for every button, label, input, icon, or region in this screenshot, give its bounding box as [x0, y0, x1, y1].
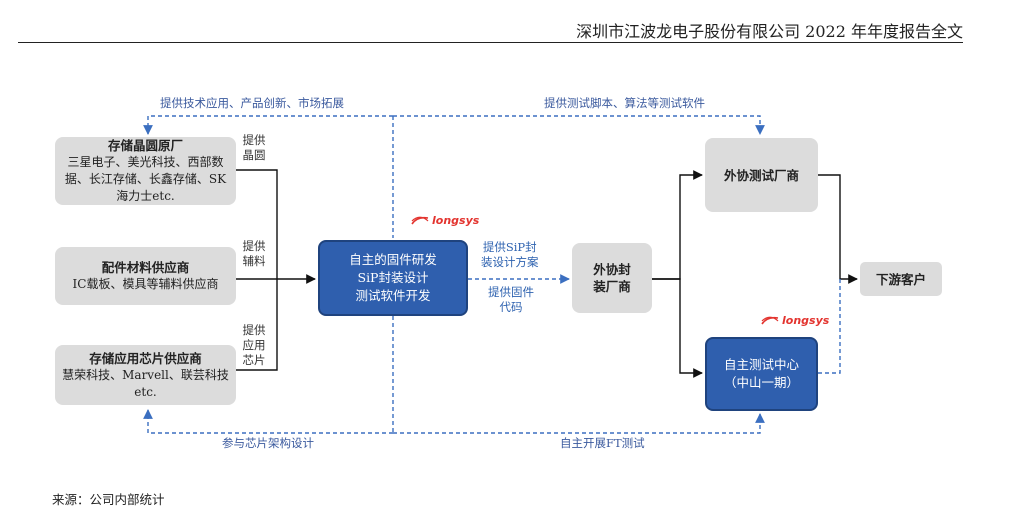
external-test-to-customer-arrow [818, 174, 858, 284]
chip-supplier-box: 存储应用芯片供应商 慧荣科技、Marvell、联芸科技etc. [55, 345, 236, 405]
top-right-label: 提供测试脚本、算法等测试软件 [541, 96, 708, 111]
longsys-logo-test-center: longsys [761, 314, 829, 327]
self-test-to-customer-line [818, 279, 841, 374]
packaging-to-self-test-arrow [652, 278, 703, 378]
wafer-supply-label: 提供晶圆 [242, 133, 266, 162]
wafer-supplier-title: 存储晶圆原厂 [107, 138, 183, 153]
longsys-logo-text: longsys [432, 214, 480, 227]
chip-supply-line [236, 279, 278, 371]
wafer-supplier-list: 三星电子、美光科技、西部数据、长江存储、长鑫存储、SK海力士etc. [64, 155, 227, 203]
top-left-feedback-arrow [143, 115, 393, 135]
parts-supplier-list: IC载板、模具等辅料供应商 [72, 277, 219, 291]
self-test-line1: 自主测试中心 [723, 357, 799, 372]
sip-design-label-line1: 提供SiP封 [482, 240, 537, 254]
bottom-left-feedback-arrow [143, 409, 393, 434]
longsys-logo-mark-2 [761, 316, 779, 324]
downstream-customer-box: 下游客户 [860, 262, 942, 296]
packaging-to-external-test-arrow [652, 170, 703, 280]
parts-supplier-box: 配件材料供应商 IC载板、模具等辅料供应商 [55, 247, 236, 305]
chip-supply-label: 提供应用芯片 [242, 323, 266, 367]
wafer-supply-line [236, 169, 278, 279]
rd-center-box: 自主的固件研发 SiP封装设计 测试软件开发 [318, 240, 468, 316]
longsys-logo-text-2: longsys [782, 314, 830, 327]
packaging-line1: 外协封 [593, 262, 631, 277]
chip-supplier-list: 慧荣科技、Marvell、联芸科技etc. [62, 367, 229, 399]
firmware-code-label-line1: 提供固件 [488, 285, 534, 299]
packaging-vendor-box: 外协封 装厂商 [572, 243, 652, 313]
rd-line-test-software: 测试软件开发 [355, 288, 431, 303]
parts-supply-label: 提供辅料 [242, 239, 266, 268]
external-test-label: 外协测试厂商 [723, 167, 799, 183]
source-note: 来源：公司内部统计 [52, 492, 165, 507]
bottom-left-label: 参与芯片架构设计 [219, 436, 317, 451]
longsys-logo-center: longsys [411, 214, 479, 227]
top-right-feedback-arrow [393, 115, 765, 135]
top-left-label: 提供技术应用、产品创新、市场拓展 [157, 96, 347, 111]
firmware-code-label-line2: 代码 [499, 300, 523, 314]
bottom-right-feedback-arrow [393, 413, 765, 434]
firmware-code-label: 提供固件 代码 [488, 285, 534, 315]
self-test-line2: （中山一期） [723, 375, 799, 390]
sip-design-label-line2: 装设计方案 [481, 255, 539, 269]
chip-supplier-title: 存储应用芯片供应商 [89, 350, 202, 366]
report-title: 深圳市江波龙电子股份有限公司 2022 年年度报告全文 [576, 22, 963, 41]
packaging-line2: 装厂商 [593, 279, 631, 294]
external-test-vendor-box: 外协测试厂商 [705, 138, 818, 212]
rd-line-firmware: 自主的固件研发 [349, 252, 437, 267]
customer-label: 下游客户 [875, 271, 926, 287]
bottom-right-label: 自主开展FT测试 [557, 436, 648, 451]
parts-supplier-title: 配件材料供应商 [101, 260, 190, 275]
rd-line-sip: SiP封装设计 [357, 270, 429, 285]
report-header: 深圳市江波龙电子股份有限公司 2022 年年度报告全文 [18, 12, 963, 43]
self-test-center-box: 自主测试中心 （中山一期） [705, 337, 818, 411]
sip-design-label: 提供SiP封 装设计方案 [481, 240, 539, 270]
longsys-logo-mark [411, 216, 429, 224]
wafer-supplier-box: 存储晶圆原厂 三星电子、美光科技、西部数据、长江存储、长鑫存储、SK海力士etc… [55, 137, 236, 205]
